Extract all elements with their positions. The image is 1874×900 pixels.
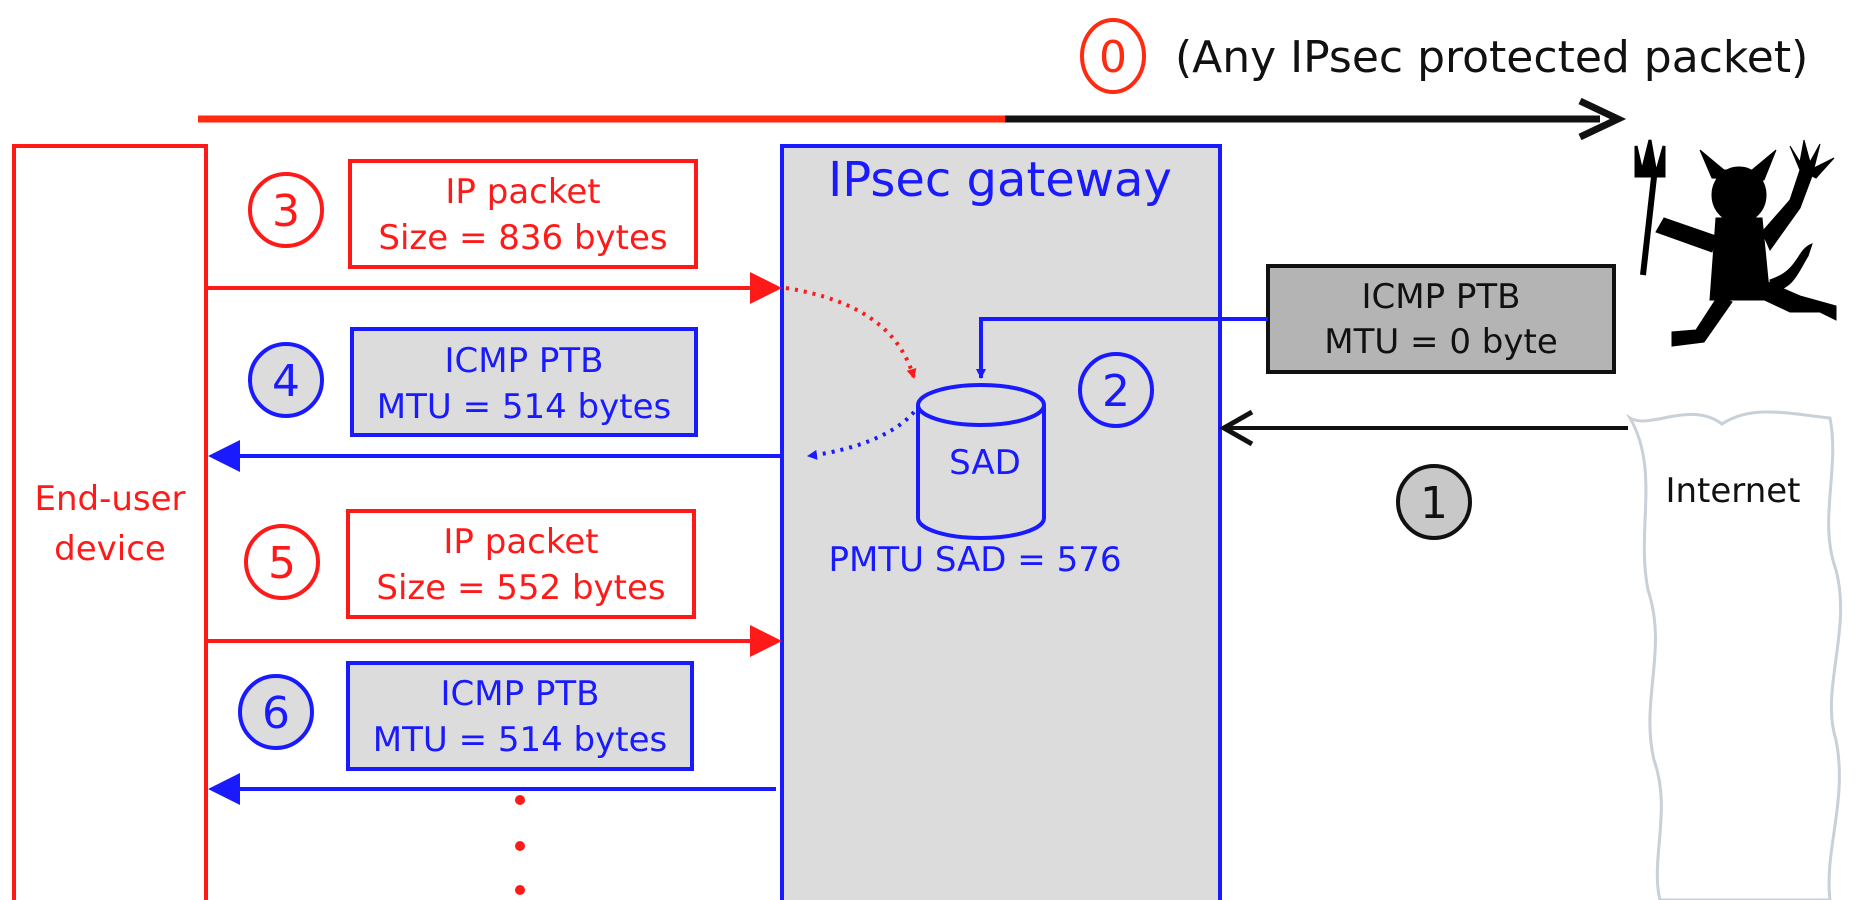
sad-database-icon bbox=[916, 383, 1046, 540]
step-0-group: 0 (Any IPsec protected packet) bbox=[1080, 18, 1808, 94]
attacker-icmp-line1: ICMP PTB bbox=[1361, 277, 1520, 317]
internet-label: Internet bbox=[1665, 471, 1800, 511]
protected-path-arrowhead bbox=[1578, 97, 1627, 141]
step-6-icmp-line1: ICMP PTB bbox=[440, 674, 599, 714]
step-3-marker bbox=[248, 172, 324, 248]
step-3-arrowhead bbox=[750, 272, 782, 304]
step-4-icmp-line2: MTU = 514 bytes bbox=[377, 387, 671, 427]
step-2-number: 2 bbox=[1102, 366, 1130, 417]
step-3-number: 3 bbox=[272, 186, 300, 237]
step-5-number: 5 bbox=[268, 538, 296, 589]
step-4-icmp-box bbox=[350, 327, 698, 437]
pmtu-sad-label: PMTU SAD = 576 bbox=[829, 540, 1122, 580]
step-5-packet-box bbox=[346, 509, 696, 619]
step-2-marker bbox=[1078, 352, 1154, 428]
step-4-number: 4 bbox=[272, 356, 300, 407]
step-3-packet-line1: IP packet bbox=[445, 172, 600, 212]
attacker-to-sad-arrow bbox=[976, 317, 1268, 379]
end-user-device-label-line1: End-user bbox=[34, 479, 185, 519]
step-5-marker bbox=[244, 524, 320, 600]
end-user-device-box bbox=[12, 144, 208, 900]
continuation-dots bbox=[515, 795, 525, 895]
step-5-packet-line2: Size = 552 bytes bbox=[376, 568, 665, 608]
end-user-device-label-line2: device bbox=[54, 529, 166, 569]
sad-label: SAD bbox=[949, 443, 1021, 483]
step-6-icmp-box bbox=[346, 661, 694, 771]
step-6-icmp-line2: MTU = 514 bytes bbox=[373, 720, 667, 760]
attacker-icmp-line2: MTU = 0 byte bbox=[1324, 322, 1557, 362]
step-0-caption: (Any IPsec protected packet) bbox=[1175, 32, 1808, 83]
step-3-packet-line2: Size = 836 bytes bbox=[378, 218, 667, 258]
internet-cloud-icon bbox=[1625, 410, 1843, 900]
step-0-marker bbox=[1080, 18, 1146, 94]
step-3-packet-box bbox=[348, 159, 698, 269]
devil-with-trident-icon bbox=[1634, 139, 1837, 347]
step-4-arrowhead bbox=[208, 440, 240, 472]
step-1-number: 1 bbox=[1420, 478, 1448, 529]
ipsec-gateway-title: IPsec gateway bbox=[828, 152, 1172, 208]
step-4-marker bbox=[248, 342, 324, 418]
step-6-arrowhead bbox=[208, 773, 240, 805]
step-5-packet-line1: IP packet bbox=[443, 522, 598, 562]
step-5-arrowhead bbox=[750, 625, 782, 657]
internet-to-gateway-arrowhead bbox=[1218, 409, 1254, 447]
step-6-marker bbox=[238, 674, 314, 750]
step-3-to-sad-dotted-arrow bbox=[785, 286, 917, 379]
step-0-number: 0 bbox=[1099, 32, 1127, 83]
step-4-icmp-line1: ICMP PTB bbox=[444, 341, 603, 381]
step-1-marker bbox=[1396, 464, 1472, 540]
step-6-number: 6 bbox=[262, 688, 290, 739]
sad-to-step-4-dotted-arrow bbox=[807, 410, 916, 460]
